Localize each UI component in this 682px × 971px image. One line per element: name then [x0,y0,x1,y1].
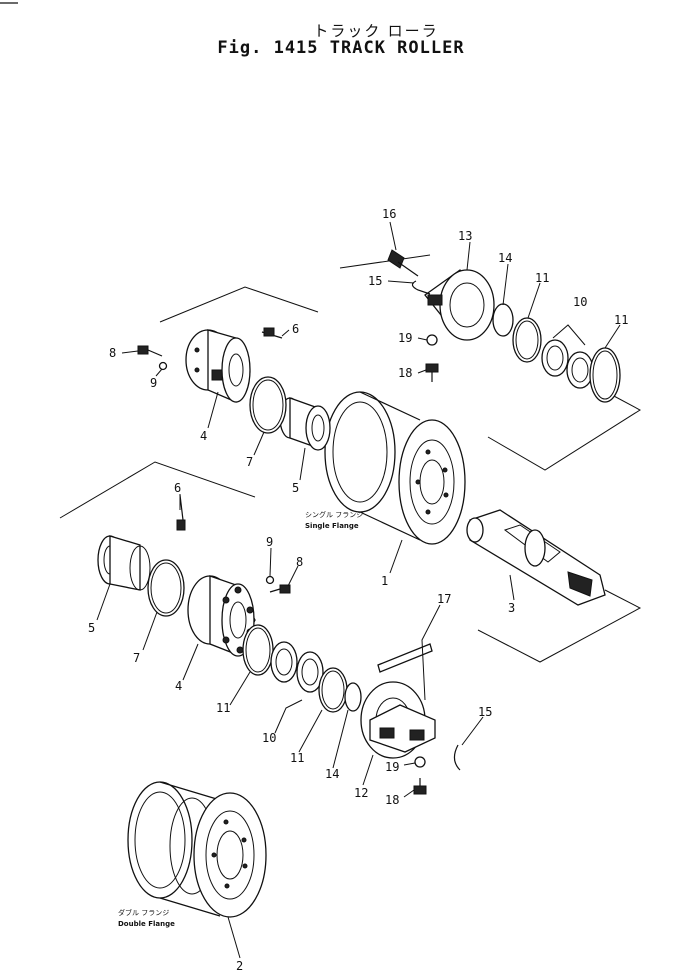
callout-11-upper-b: 11 [614,313,628,327]
caption-single-flange: Single Flange [305,522,359,530]
o-ring-lower [147,559,185,617]
callout-19-upper: 19 [398,331,412,345]
callout-1: 1 [381,574,388,588]
washer-19-lower [414,756,426,768]
plate-17 [377,643,433,673]
callout-9-lower: 9 [266,535,273,549]
callout-2: 2 [236,959,243,971]
caption-double-flange: Double Flange [118,920,175,928]
group-bracket-upper-right-a [339,254,431,269]
callout-8-upper: 8 [109,346,116,360]
callout-15-lower: 15 [478,705,492,719]
cover-13 [424,269,495,341]
bolt-8-upper [137,345,163,357]
ring-14-upper [492,303,514,337]
callout-5-upper: 5 [292,481,299,495]
callout-16: 16 [382,207,396,221]
bolt-18-lower [413,778,427,795]
callout-4-upper: 4 [200,429,207,443]
callout-13: 13 [458,229,472,243]
group-bracket-shaft [477,589,642,663]
ring-11-upper-b [589,347,621,403]
callout-15-upper: 15 [368,274,382,288]
bushing-upper [279,397,331,451]
group-bracket-middle-left [59,461,256,519]
collar-upper [185,329,251,403]
callout-14-upper: 14 [498,251,512,265]
group-bracket-upper-left [159,286,319,323]
plug-6-upper [261,327,283,339]
ring-11-upper-a-inner [515,320,539,360]
single-flange-roller [324,391,466,545]
callout-10-upper: 10 [573,295,587,309]
o-ring-upper-inner [252,379,284,431]
roller-shaft [466,509,606,606]
callout-7-lower: 7 [133,651,140,665]
group-bracket-upper-right-b [487,394,641,471]
clip-15-upper [411,280,431,295]
callout-11-lower-a: 11 [216,701,230,715]
bushing-lower [97,535,151,591]
leader-lines [96,221,621,959]
callout-7-upper: 7 [246,455,253,469]
caption-double-flange-jp: ダブル フランジ [118,908,169,917]
clip-15-lower [453,744,461,771]
seal-10-upper [541,339,594,389]
callout-4-lower: 4 [175,679,182,693]
ring-11-upper-a [512,317,542,363]
callout-18-upper: 18 [398,366,412,380]
callout-18-lower: 18 [385,793,399,807]
washer-9-lower [265,575,275,585]
double-flange-roller [127,781,267,918]
callout-12: 12 [354,786,368,800]
ring-11-lower-b-inner [321,670,345,710]
callout-17: 17 [437,592,451,606]
ring-11-lower-a [242,624,274,676]
callout-8-lower: 8 [296,555,303,569]
callout-3: 3 [508,601,515,615]
o-ring-upper [249,376,287,434]
bolt-18-upper [425,363,439,382]
cover-12 [360,681,436,759]
seal-10-lower [270,641,324,693]
washer-9-upper [158,361,168,371]
callout-11-lower-b: 11 [290,751,304,765]
bolt-16 [387,249,419,277]
plug-6-lower [176,494,186,531]
washer-19-upper [426,334,438,346]
callout-11-upper-a: 11 [535,271,549,285]
caption-single-flange-jp: シングル フランジ [305,510,363,519]
ring-14-lower [344,682,362,712]
callout-9-upper: 9 [150,376,157,390]
ring-11-lower-a-inner [245,627,271,673]
bolt-8-lower [269,584,291,594]
figure-title-japanese: トラック ローラ [313,23,439,40]
callout-14-lower: 14 [325,767,339,781]
ring-11-lower-b [318,667,348,713]
callout-19-lower: 19 [385,760,399,774]
figure-title: Fig. 1415 TRACK ROLLER [217,38,465,58]
ring-11-upper-b-inner [592,350,618,400]
callout-10-lower: 10 [262,731,276,745]
o-ring-lower-inner [150,562,182,614]
callout-6-lower: 6 [174,481,181,495]
callout-5-lower: 5 [88,621,95,635]
callout-6-upper: 6 [292,322,299,336]
